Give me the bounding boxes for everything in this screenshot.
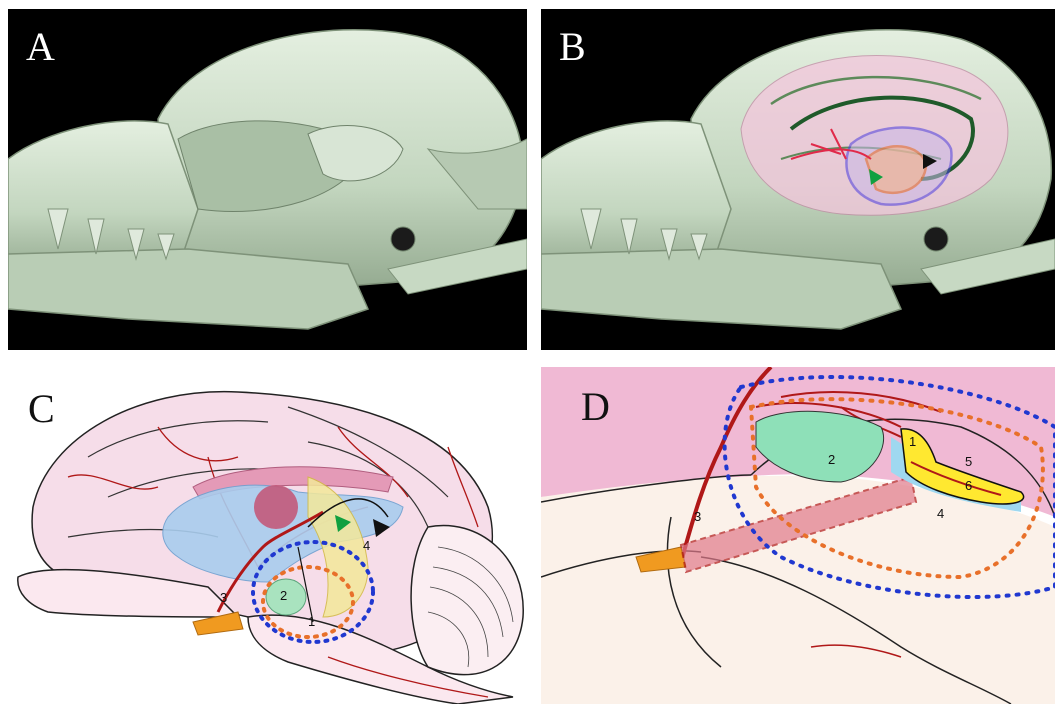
marker-d-6: 6 xyxy=(965,479,972,492)
panel-b-label: B xyxy=(559,27,586,67)
marker-d-3: 3 xyxy=(694,510,701,523)
skull-render-b xyxy=(541,9,1055,350)
panel-c-label: C xyxy=(28,389,55,429)
marker-d-2: 2 xyxy=(828,453,835,466)
marker-d-4: 4 xyxy=(937,507,944,520)
panel-d: D 1 2 3 4 5 6 xyxy=(541,367,1055,704)
marker-d-5: 5 xyxy=(965,455,972,468)
skull-render-a xyxy=(8,9,527,350)
panel-a: A xyxy=(8,9,527,350)
marker-d-1: 1 xyxy=(909,435,916,448)
panel-d-label: D xyxy=(581,387,610,427)
cerebellum xyxy=(411,525,523,674)
zoomed-diagram-d xyxy=(541,367,1055,704)
panel-b: B xyxy=(541,9,1055,350)
marker-c-3: 3 xyxy=(220,591,227,604)
marker-c-4: 4 xyxy=(363,539,370,552)
panel-c: C 3 2 1 4 xyxy=(8,367,527,704)
marker-c-1: 1 xyxy=(308,615,315,628)
marker-c-2: 2 xyxy=(280,589,287,602)
brain-illustration-c xyxy=(8,367,527,704)
panel-a-label: A xyxy=(26,27,55,67)
